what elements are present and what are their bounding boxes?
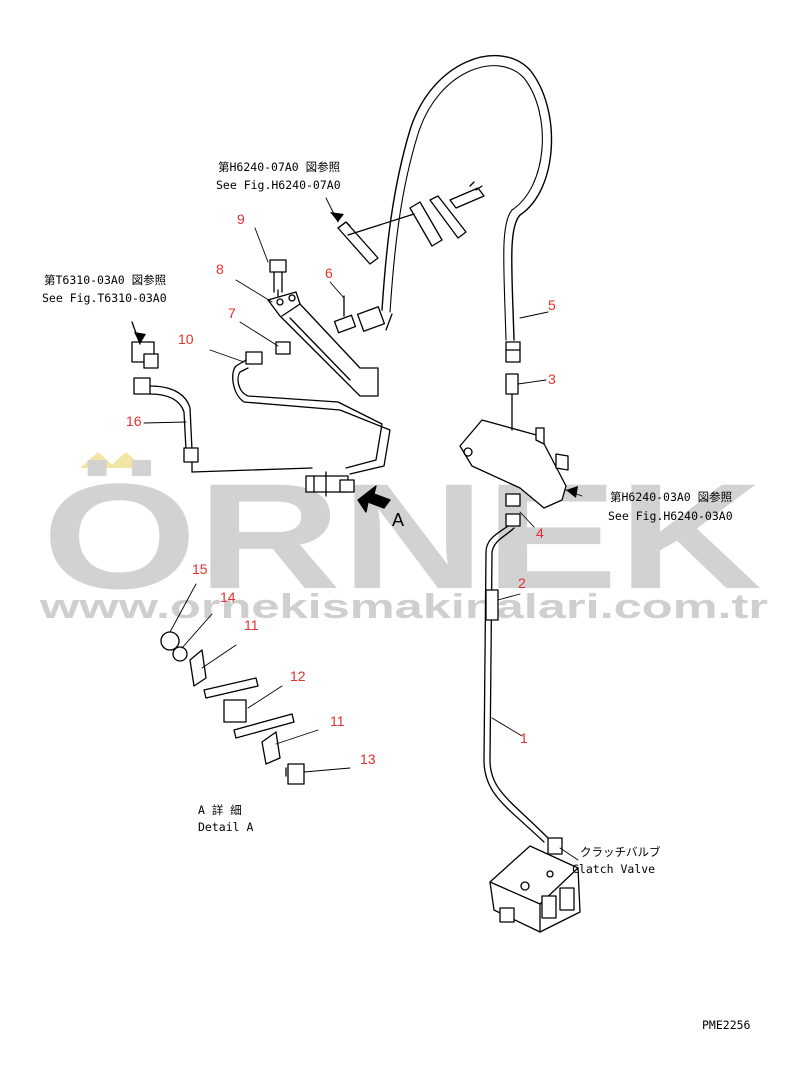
callout-t6310-jp: 第T6310-03A0 図参照 — [44, 273, 166, 287]
block-h6240 — [459, 403, 569, 509]
callout-clutch-valve-jp: クラッチバルブ — [580, 845, 661, 859]
view-a-label: A — [392, 510, 404, 530]
detail-a-jp: A 詳 細 — [198, 803, 242, 817]
part-label-11b: 11 — [330, 713, 345, 729]
pipe-10 — [232, 351, 391, 475]
pipe-1 — [483, 525, 563, 855]
connector-t6310 — [131, 321, 159, 369]
bolt-9 — [269, 259, 287, 297]
watermark-brand: ÖRNEK — [42, 452, 762, 620]
part-label-4: 4 — [536, 525, 544, 541]
drawing-code: PME2256 — [702, 1018, 751, 1032]
drawing — [131, 54, 583, 933]
bracket-8 — [267, 291, 379, 397]
part-label-7: 7 — [228, 305, 236, 321]
detail-a-parts — [160, 631, 305, 785]
clutch-valve — [489, 845, 581, 933]
callout-arrow-h6240-07a0 — [330, 212, 344, 222]
callout-t6310-en: See Fig.T6310-03A0 — [42, 291, 167, 305]
callout-h6240-07a0-en: See Fig.H6240-07A0 — [216, 178, 341, 192]
part-label-11a: 11 — [244, 617, 259, 633]
part-label-14: 14 — [220, 589, 236, 605]
view-arrow — [357, 485, 391, 513]
hose-5 — [381, 54, 553, 363]
part-number-labels: 1 2 3 4 5 6 7 8 9 10 11 11 12 13 14 15 1… — [126, 211, 556, 767]
nuts-4 — [505, 493, 521, 527]
part-label-13: 13 — [360, 751, 376, 767]
part-label-16: 16 — [126, 413, 142, 429]
watermark: ÖRNEK www.ornekismakinalari.com.tr — [39, 452, 768, 626]
watermark-url: www.ornekismakinalari.com.tr — [39, 588, 768, 626]
callout-texts: 第H6240-07A0 図参照 See Fig.H6240-07A0 第T631… — [42, 160, 751, 1032]
clamp-top — [337, 181, 485, 265]
fitting-6 — [333, 295, 386, 334]
callout-arrow-t6310 — [134, 332, 146, 344]
callout-h6240-07a0-jp: 第H6240-07A0 図参照 — [218, 160, 340, 174]
part-label-6: 6 — [325, 265, 333, 281]
clip-assembly — [305, 471, 355, 497]
part-label-8: 8 — [216, 261, 224, 277]
watermark-accent-left — [80, 452, 116, 468]
part-label-10: 10 — [178, 331, 194, 347]
part-label-1: 1 — [520, 730, 528, 746]
part-label-12: 12 — [290, 668, 306, 684]
callout-clutch-valve-en: Clatch Valve — [572, 862, 655, 876]
fitting-3 — [505, 373, 519, 405]
watermark-accent-right — [108, 452, 144, 468]
part-label-2: 2 — [518, 575, 526, 591]
detail-a-en: Detail A — [198, 820, 253, 834]
callout-arrow-h6240-03a0 — [566, 486, 578, 498]
callout-h6240-03a0-en: See Fig.H6240-03A0 — [608, 509, 733, 523]
part-label-15: 15 — [192, 561, 208, 577]
part-label-9: 9 — [237, 211, 245, 227]
nut-7 — [275, 341, 291, 355]
leader-lines — [143, 197, 583, 861]
hose-16 — [133, 377, 313, 473]
callout-h6240-03a0-jp: 第H6240-03A0 図参照 — [610, 490, 732, 504]
part-label-3: 3 — [548, 371, 556, 387]
part-label-5: 5 — [548, 297, 556, 313]
